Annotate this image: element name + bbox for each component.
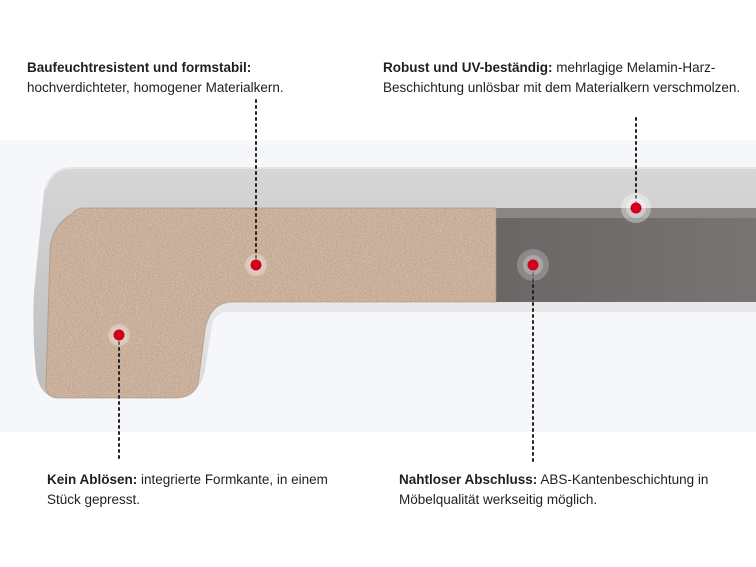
callout-text: ABS-Kantenbeschichtung in Möbelqualität … xyxy=(399,472,709,507)
callout-text: integrierte Formkante, in einem Stück ge… xyxy=(47,472,328,507)
marker-core xyxy=(245,254,267,276)
callout-text: mehrlagige Melamin-Harz-Beschichtung unl… xyxy=(383,60,741,95)
marker-formkante xyxy=(108,324,130,346)
callout-text: hochverdichteter, homogener Materialkern… xyxy=(27,80,284,95)
callout-title: Robust und UV-beständig: xyxy=(383,60,553,75)
callout-moisture-resistant: Baufeuchtresistent und formstabil: hochv… xyxy=(27,58,357,98)
abs-edge-band-top-line xyxy=(496,208,756,218)
callout-title: Baufeuchtresistent und formstabil: xyxy=(27,60,252,75)
callout-no-peeling: Kein Ablösen: integrierte Formkante, in … xyxy=(47,470,347,510)
callout-title: Kein Ablösen: xyxy=(47,472,138,487)
melamine-coating-shell xyxy=(33,168,756,398)
marker-abs-edge xyxy=(517,249,549,281)
abs-edge-band xyxy=(496,208,756,302)
coating-top-highlight xyxy=(45,167,756,189)
callout-uv-resistant: Robust und UV-beständig: mehrlagige Mela… xyxy=(383,58,743,98)
callout-title: Nahtloser Abschluss: xyxy=(399,472,538,487)
core-outline xyxy=(45,207,497,399)
callout-seamless-finish: Nahtloser Abschluss: ABS-Kantenbeschicht… xyxy=(399,470,739,510)
marker-coating xyxy=(621,193,651,223)
